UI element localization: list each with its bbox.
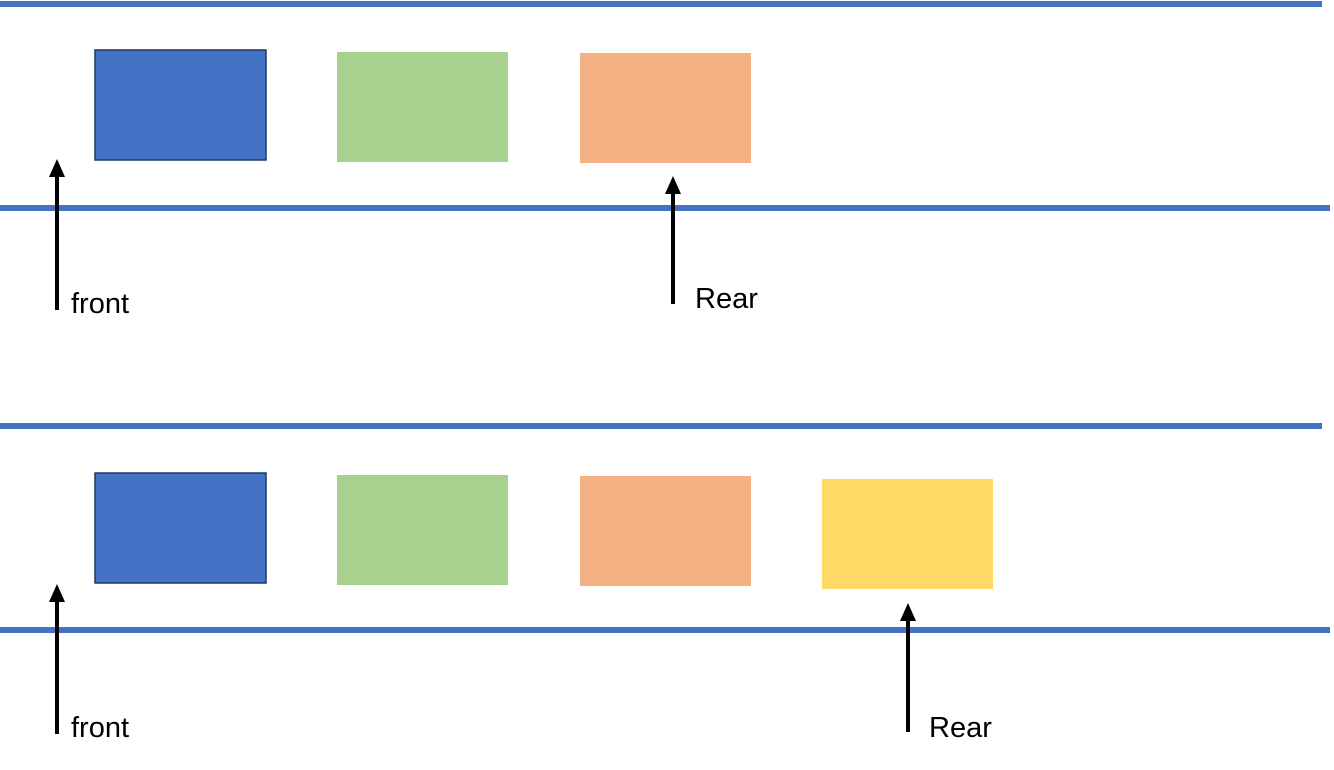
queue-2-block-blue <box>94 472 267 584</box>
queue-2-block-yellow <box>822 479 993 589</box>
queue-1-front-arrow-head <box>49 159 65 177</box>
queue-1-block-orange <box>580 53 751 163</box>
queue-2-rear-label: Rear <box>929 712 992 744</box>
queue-1-block-green <box>337 52 508 162</box>
queue-1-rear-pointer: Rear <box>665 176 758 315</box>
queue-2: front Rear <box>0 423 1330 744</box>
queue-1: front Rear <box>0 1 1330 320</box>
queue-2-front-arrow-head <box>49 584 65 602</box>
queue-2-front-label: front <box>71 712 129 744</box>
queue-2-front-pointer: front <box>49 584 129 744</box>
queue-1-front-label: front <box>71 288 129 320</box>
queue-1-front-pointer: front <box>49 159 129 320</box>
queue-1-rear-arrow-head <box>665 176 681 194</box>
queue-2-rear-pointer: Rear <box>900 603 992 744</box>
queue-1-rear-label: Rear <box>695 283 758 315</box>
queue-2-rear-arrow-head <box>900 603 916 621</box>
queue-1-block-blue <box>94 49 267 161</box>
queue-2-block-orange <box>580 476 751 586</box>
queue-2-block-green <box>337 475 508 585</box>
